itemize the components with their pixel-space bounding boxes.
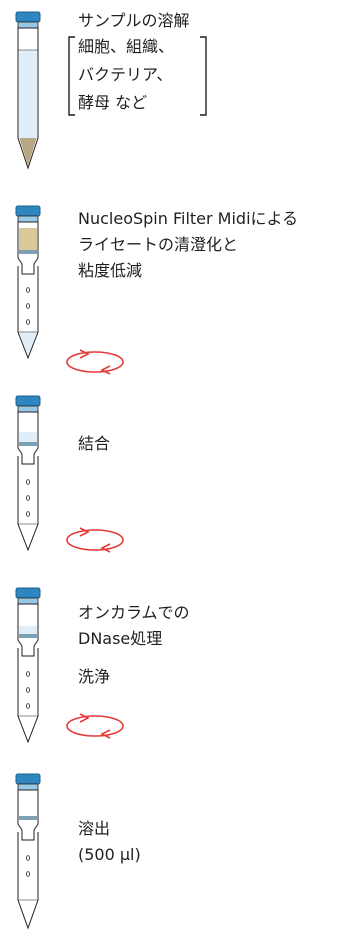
step-subtitle: (500 µl) xyxy=(78,845,141,864)
step-title-line: DNase処理 xyxy=(78,629,163,648)
step-title-line: NucleoSpin Filter Midiによる xyxy=(78,209,299,228)
step-title-line: ライセートの清澄化と xyxy=(78,235,239,254)
bracket-line: バクテリア、 xyxy=(78,65,173,84)
bracket-left xyxy=(68,36,75,116)
step-binding: 結合 xyxy=(0,390,352,570)
step-sample-lysis: サンプルの溶解 細胞、組織、 バクテリア、 酵母 など xyxy=(0,0,352,170)
bracket-line: 酵母 など xyxy=(78,93,148,112)
step-title-line: オンカラムでの xyxy=(78,603,190,622)
bracket-right xyxy=(200,36,207,116)
wash-column xyxy=(15,587,41,744)
spin-arrow-icon xyxy=(66,349,124,375)
step-elution: 溶出 (500 µl) xyxy=(0,770,352,932)
bracket-line: 細胞、組織、 xyxy=(78,37,175,56)
step-filtration: NucleoSpin Filter Midiによる ライセートの清澄化と 粘度低… xyxy=(0,196,352,381)
spin-arrow-icon xyxy=(66,713,124,739)
step-dnase-wash: オンカラムでの DNase処理 洗浄 xyxy=(0,582,352,762)
spin-arrow-icon xyxy=(66,527,124,553)
step-title: 結合 xyxy=(78,434,111,453)
step-title: サンプルの溶解 xyxy=(78,11,190,30)
elution-column xyxy=(15,773,41,930)
step-title: 溶出 xyxy=(78,819,111,838)
step-title-line: 粘度低減 xyxy=(78,261,143,280)
sample-tube xyxy=(15,11,41,170)
binding-column xyxy=(15,395,41,552)
step-subtitle: 洗浄 xyxy=(78,667,111,686)
filter-column xyxy=(15,205,41,360)
